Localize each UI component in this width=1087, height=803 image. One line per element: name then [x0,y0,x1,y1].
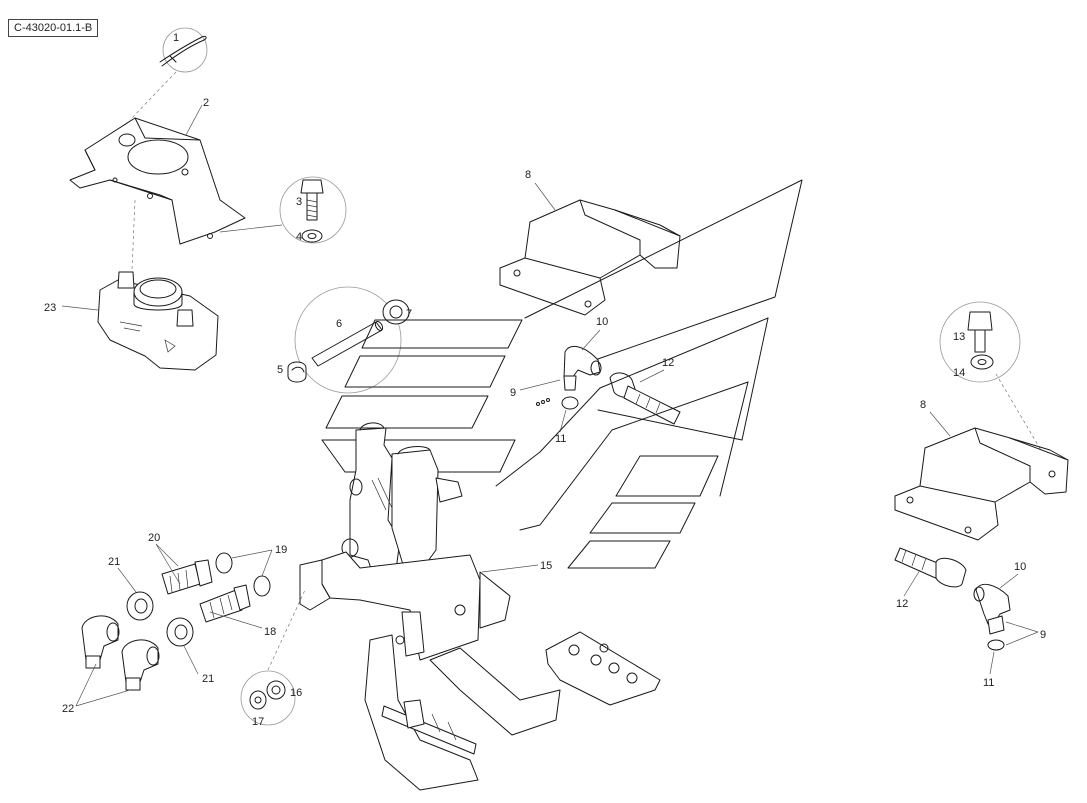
callout-11-middle: 11 [555,433,566,445]
label-plates-right [567,455,719,569]
callout-14: 14 [953,367,965,379]
callout-7: 7 [406,308,412,320]
callout-17: 17 [252,716,264,728]
part-21-nut-upper[interactable] [126,591,154,621]
part-18-adapter[interactable] [199,584,251,623]
callout-22: 22 [62,703,74,715]
part-7-bushing[interactable] [382,299,410,325]
part-3-bolt[interactable] [279,176,347,244]
part-20-adapter[interactable] [161,559,213,595]
callout-12-right: 12 [896,598,908,610]
callout-23: 23 [44,302,56,314]
detail-circle-13-14 [939,301,1021,383]
part-13-bolt[interactable] [967,311,993,353]
callout-15: 15 [540,560,552,572]
part-19-o-ring-lower[interactable] [253,575,271,597]
callout-21-lower: 21 [202,673,214,685]
callout-16: 16 [290,687,302,699]
callout-3: 3 [296,196,302,208]
callout-5: 5 [277,364,283,376]
part-22-elbow-upper[interactable] [81,615,120,669]
callout-10-right: 10 [1014,561,1026,573]
detail-circle-6-7 [294,286,402,394]
callout-19: 19 [275,544,287,556]
part-11-o-ring-middle[interactable] [561,396,579,410]
brake-pedal[interactable] [364,631,661,791]
callout-2: 2 [203,97,209,109]
callout-4: 4 [296,231,302,243]
callout-9-right: 9 [1040,629,1046,641]
callout-12-middle: 12 [662,357,674,369]
label-plates-left [321,319,523,473]
detail-circle-16-17 [240,670,296,726]
callout-18: 18 [264,626,276,638]
part-8-cover-plate-right[interactable] [894,427,1069,541]
part-14-washer[interactable] [970,354,994,370]
callout-21-upper: 21 [108,556,120,568]
part-12-hose-fitting-middle[interactable] [609,372,681,425]
part-4-washer[interactable] [301,229,323,243]
callout-11-right: 11 [983,677,994,689]
part-21-nut-lower[interactable] [166,617,194,647]
part-1-clip-pin[interactable] [159,27,208,73]
part-22-elbow-lower[interactable] [121,639,160,691]
part-9-seal-middle[interactable] [536,398,550,406]
part-8-cover-plate-upper[interactable] [499,199,681,316]
callout-13: 13 [953,331,965,343]
part-17-washer[interactable] [249,690,267,710]
part-11-o-ring-right[interactable] [987,639,1005,651]
callout-9-middle: 9 [510,387,516,399]
drawing-id-label: C-43020-01.1-B [8,19,99,37]
callout-6: 6 [336,318,342,330]
part-10-elbow-fitting-middle[interactable] [563,345,602,391]
part-19-o-ring-upper[interactable] [215,552,233,574]
part-12-hose-fitting-right[interactable] [894,547,967,588]
callout-20: 20 [148,532,160,544]
part-2-bracket[interactable] [69,117,246,245]
part-10-elbow-fitting-right[interactable] [973,583,1011,635]
callout-8-upper: 8 [525,169,531,181]
callout-8-right: 8 [920,399,926,411]
part-23-reservoir[interactable] [97,271,219,371]
part-15-valve-assembly[interactable] [299,422,511,661]
callout-10-middle: 10 [596,316,608,328]
part-5-clamp[interactable] [287,361,307,383]
callout-1: 1 [173,32,179,44]
part-6-pin[interactable] [311,320,384,367]
part-16-bushing[interactable] [266,680,286,700]
